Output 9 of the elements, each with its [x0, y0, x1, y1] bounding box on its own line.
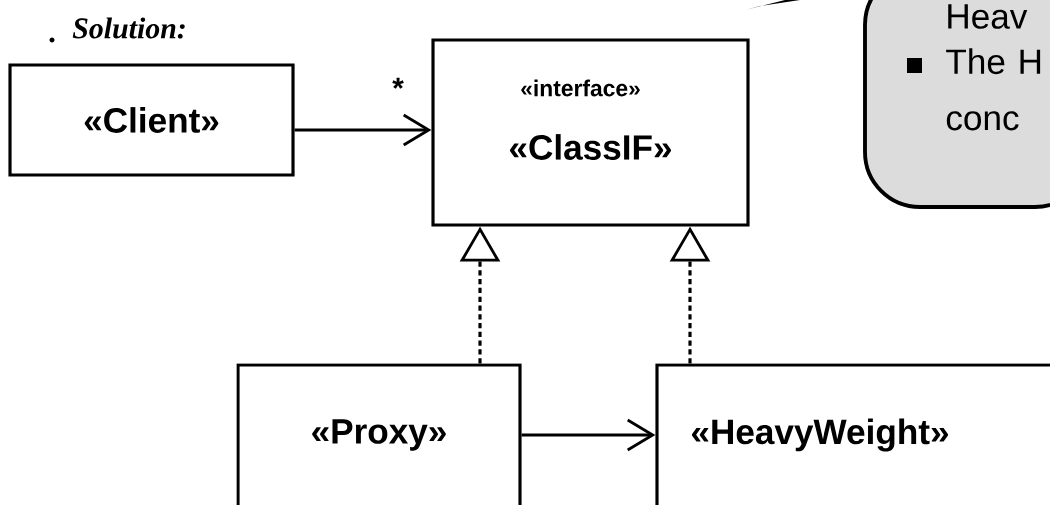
class-box: «HeavyWeight» — [655, 363, 1050, 505]
class-box: «Client» — [8, 63, 295, 177]
title: Solution: — [72, 17, 185, 39]
arrow — [294, 113, 432, 147]
multiplicity-label: * — [392, 77, 404, 89]
class-box: «Proxy» — [236, 363, 522, 505]
callout-box: Heav The H conc — [863, 0, 1050, 209]
class-box: «interface» «ClassIF» — [431, 38, 750, 227]
arrow — [521, 418, 656, 452]
